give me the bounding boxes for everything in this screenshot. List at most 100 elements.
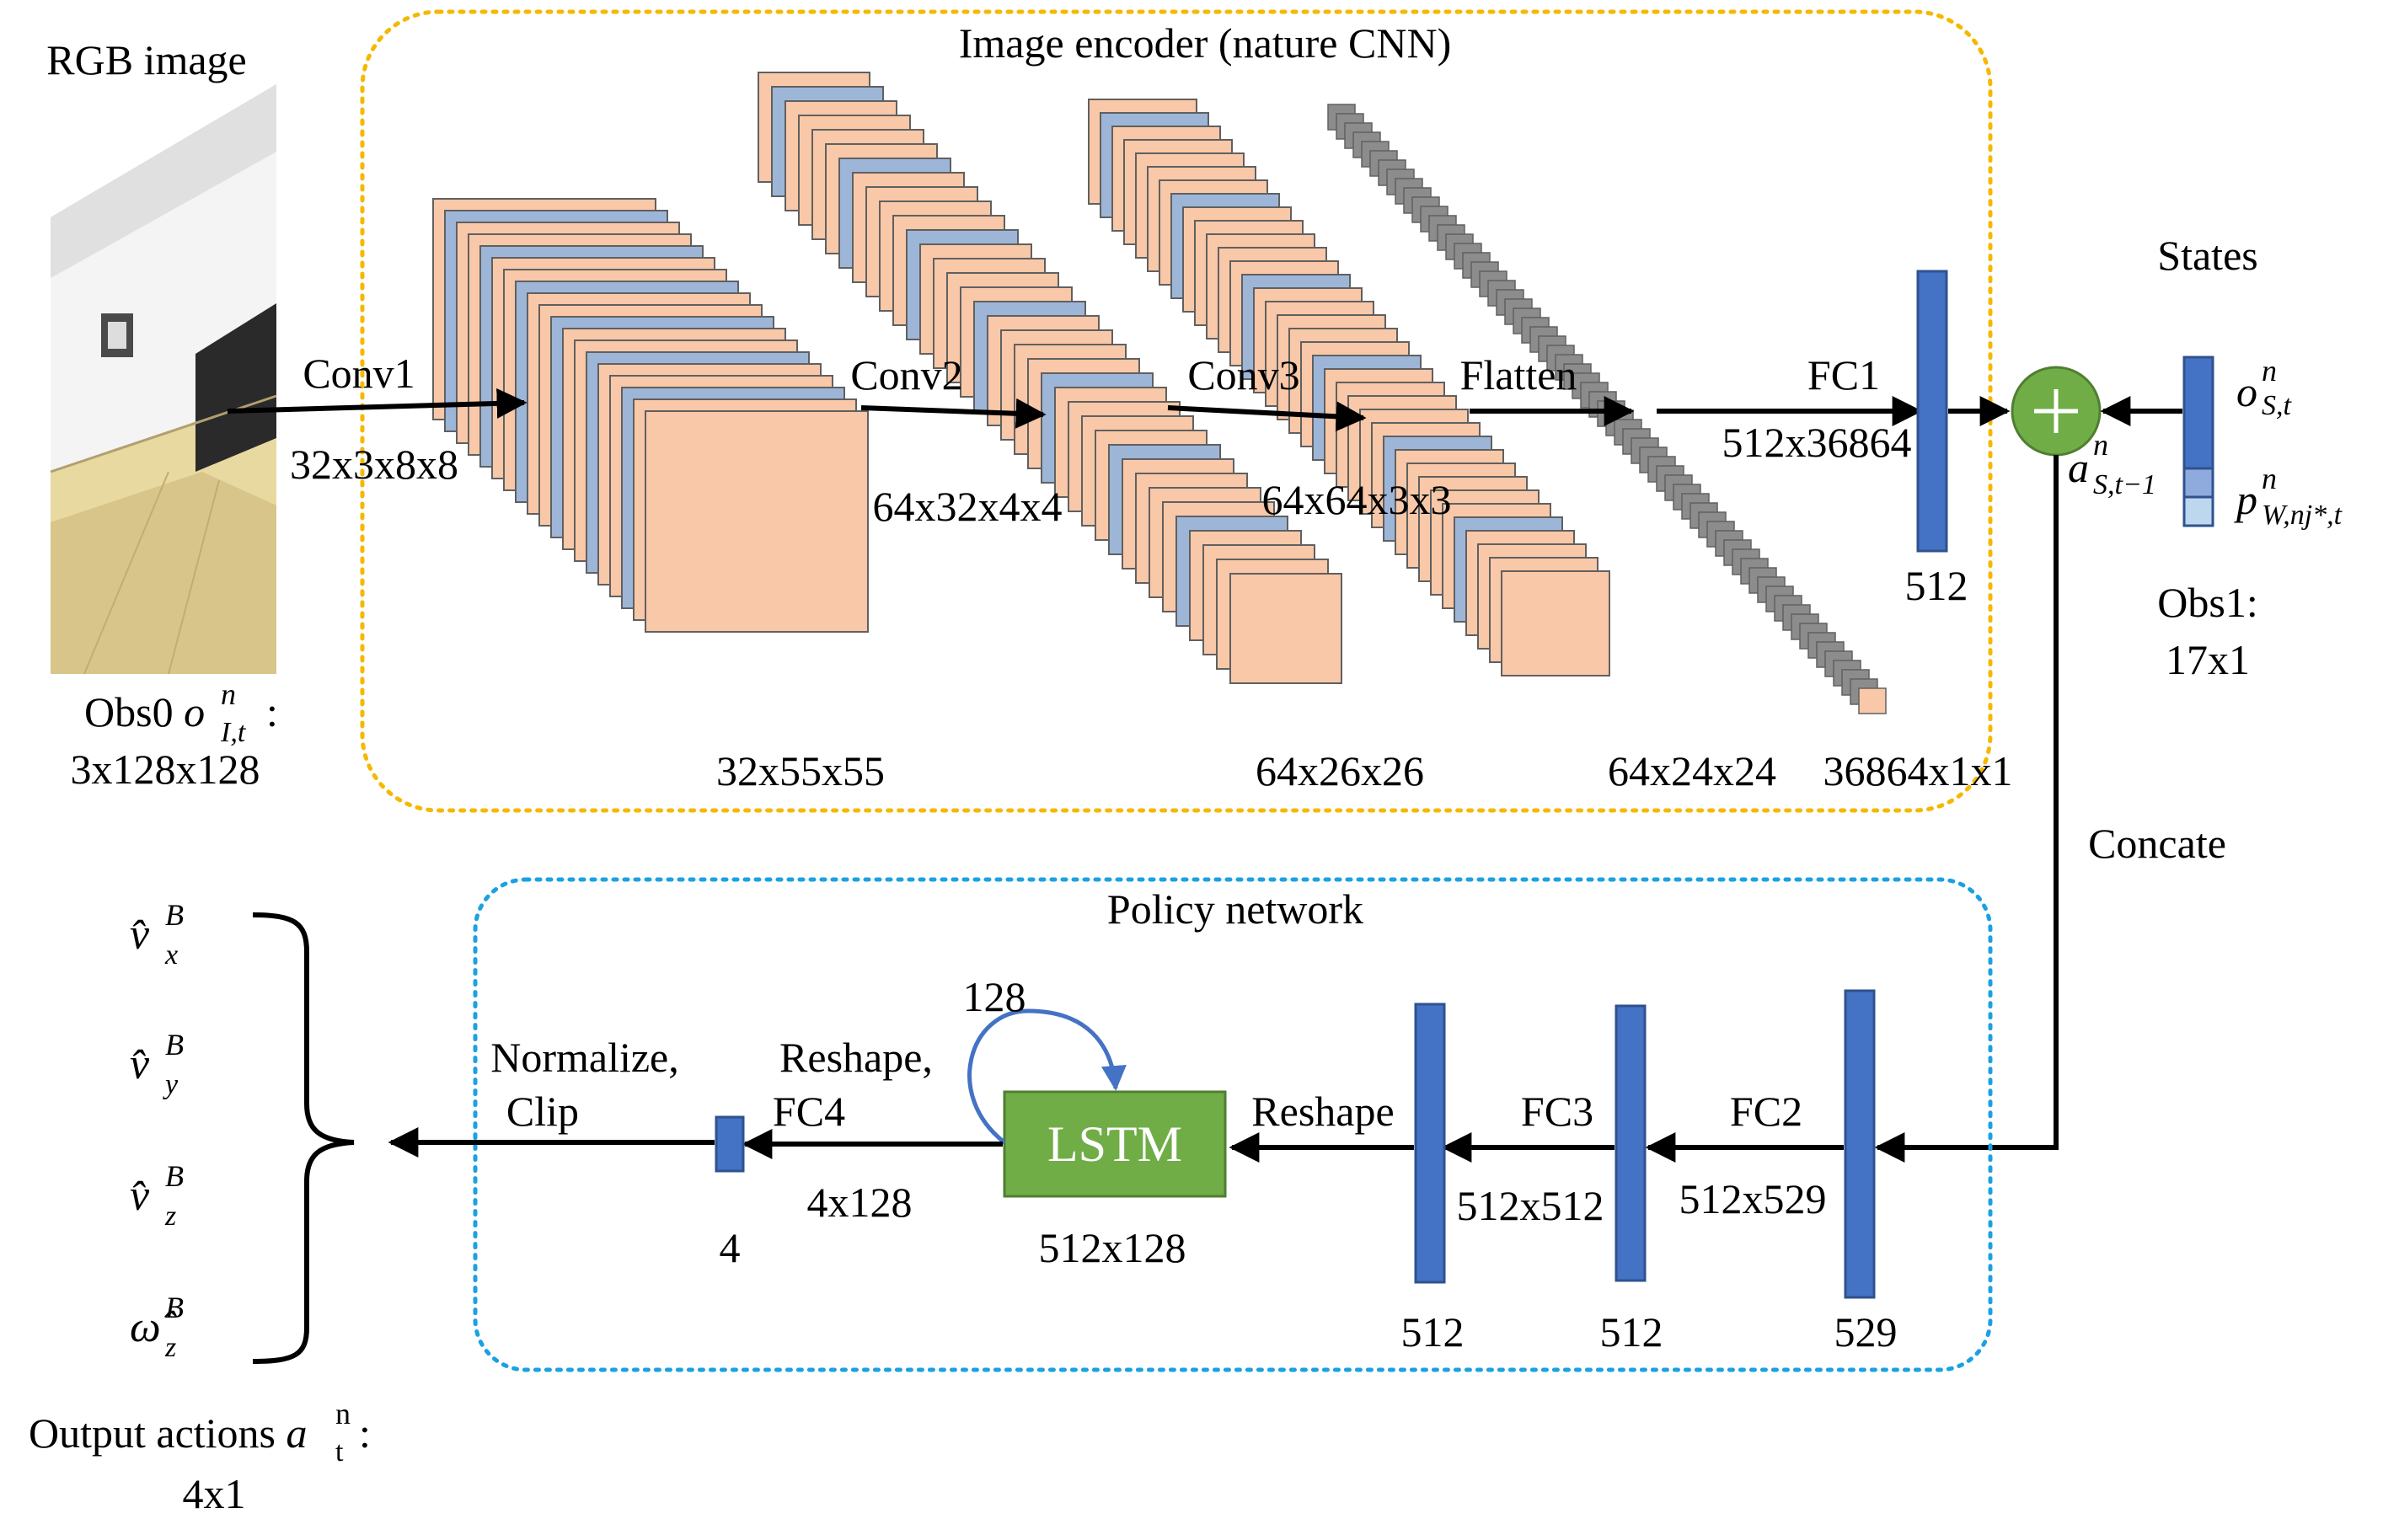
fc1-output-size: 512	[1905, 562, 1968, 609]
fc2-label: FC2	[1730, 1088, 1802, 1135]
conv2-output-size: 64x26x26	[1256, 747, 1424, 794]
svg-text:Output actions a: Output actions a	[29, 1409, 308, 1457]
output-action-sup: B	[165, 898, 184, 932]
concat-label: Concate	[2088, 820, 2226, 867]
obs0-suffix: :	[266, 688, 278, 735]
conv1-arrow	[227, 388, 527, 419]
output-action-sub: z	[164, 1332, 176, 1363]
output-label-suffix: :	[359, 1409, 371, 1457]
conv3-arrow	[1167, 401, 1367, 432]
fc4-label-line2: FC4	[773, 1088, 845, 1135]
obs0-sup: n	[221, 677, 236, 711]
output-action-item: v̂ By	[130, 1028, 184, 1100]
conv2-feature-stack	[758, 72, 1342, 684]
states-title: States	[2157, 232, 2257, 279]
conv2-label: Conv2	[850, 351, 962, 398]
output-action-sub: x	[164, 939, 178, 971]
svg-text:a: a	[2068, 444, 2089, 491]
input-title: RGB image	[46, 36, 246, 83]
obs0-prefix: Obs0	[84, 688, 184, 735]
output-action-item: ω̂Bz	[130, 1291, 184, 1363]
lstm-block	[1003, 1090, 1227, 1198]
svg-text:o: o	[2236, 368, 2257, 415]
fc2-bar	[1844, 989, 1876, 1299]
conv1-kernel: 32x3x8x8	[290, 441, 458, 488]
fc3-label: FC3	[1521, 1088, 1593, 1135]
rgb-image	[50, 84, 277, 675]
output-action-item: v̂ Bz	[130, 1159, 184, 1232]
normalize-label-line1: Normalize,	[490, 1034, 679, 1081]
output-action-item: v̂ Bx	[130, 898, 184, 971]
plus-icon	[2034, 389, 2078, 433]
svg-text:n: n	[2262, 462, 2277, 495]
obs0-size: 3x128x128	[71, 746, 260, 793]
conv3-kernel: 64x64x3x3	[1262, 476, 1452, 523]
svg-text:p: p	[2234, 476, 2257, 523]
obs0-label: Obs0 o n I,t :	[84, 677, 278, 748]
lstm-label: LSTM	[1047, 1116, 1182, 1172]
fc3-weight: 512x512	[1457, 1182, 1604, 1229]
state-waypoint-cell	[2182, 495, 2214, 527]
reshape-bar	[1414, 1003, 1446, 1284]
output-size: 4x1	[183, 1470, 246, 1517]
fc1-label: FC1	[1807, 351, 1880, 398]
fc3-output-size: 512	[1600, 1308, 1663, 1356]
obs0-symbol: o	[184, 688, 205, 735]
output-action-sub: y	[163, 1069, 179, 1100]
fc4-weight: 4x128	[807, 1179, 913, 1226]
fc4-output-size: 4	[720, 1224, 741, 1271]
output-label: Output actions a n t :	[29, 1397, 371, 1468]
state-p-label: p n W,nj*,t	[2234, 462, 2343, 531]
fc2-weight: 512x529	[1679, 1175, 1827, 1222]
state-a-label: a n S,t−1	[2068, 428, 2156, 500]
output-label-prefix: Output actions	[29, 1409, 286, 1457]
reshape-label: Reshape	[1251, 1088, 1394, 1135]
conv3-output-size: 64x24x24	[1608, 747, 1776, 794]
output-action-sup: B	[165, 1291, 184, 1324]
state-vector-bar	[2182, 356, 2214, 470]
feature-map-slice	[1229, 573, 1342, 684]
output-brace	[252, 912, 355, 1364]
svg-text:n: n	[2093, 428, 2108, 462]
fc2-output-size: 529	[1834, 1308, 1898, 1356]
output-action-sup: B	[165, 1028, 184, 1061]
conv3-label: Conv3	[1187, 351, 1299, 398]
lstm-loop-size: 128	[963, 973, 1026, 1020]
output-label-symbol: a	[286, 1409, 308, 1457]
feature-map-slice	[1501, 570, 1610, 676]
output-action-symbol: v̂	[130, 1172, 150, 1220]
reshape-output-size: 512	[1401, 1308, 1465, 1356]
conv2-arrow	[860, 398, 1047, 429]
obs1-label: Obs1:	[2157, 579, 2257, 626]
output-action-symbol: v̂	[130, 1040, 150, 1088]
output-action-sub: z	[164, 1200, 176, 1232]
fc1-weight: 512x36864	[1722, 419, 1912, 466]
conv2-kernel: 64x32x4x4	[873, 483, 1063, 530]
output-actions-list: v̂Bxv̂Byv̂Bzω̂Bz	[130, 898, 184, 1363]
fc4-bar	[715, 1115, 745, 1173]
policy-title: Policy network	[1107, 885, 1363, 933]
state-prev-action-cell	[2182, 467, 2214, 499]
svg-text:n: n	[2262, 354, 2277, 388]
feature-map-slice	[1858, 687, 1887, 714]
svg-text:S,t: S,t	[2262, 390, 2293, 421]
conv3-feature-stack	[1088, 99, 1610, 676]
conv1-feature-stack	[432, 198, 869, 633]
concat-connector	[1874, 455, 2059, 1163]
normalize-label-line2: Clip	[506, 1088, 579, 1135]
obs0-sub: I,t	[220, 717, 247, 748]
policy-region	[473, 877, 1993, 1372]
output-action-sup: B	[165, 1159, 184, 1193]
obs1-size: 17x1	[2166, 636, 2250, 683]
flatten-output-size: 36864x1x1	[1823, 747, 2013, 794]
output-label-sup: n	[335, 1397, 351, 1430]
output-action-symbol: v̂	[130, 911, 150, 959]
svg-text:Obs0 o: Obs0 o	[84, 688, 205, 735]
lstm-loop-arrow	[967, 1008, 1127, 1144]
output-label-sub: t	[335, 1436, 344, 1468]
lstm-weight: 512x128	[1039, 1224, 1186, 1271]
conv1-label: Conv1	[303, 350, 415, 397]
fc4-label-line1: Reshape,	[779, 1034, 933, 1081]
svg-text:W,nj*,t: W,nj*,t	[2262, 500, 2343, 531]
state-o-label: o n S,t	[2236, 354, 2293, 421]
